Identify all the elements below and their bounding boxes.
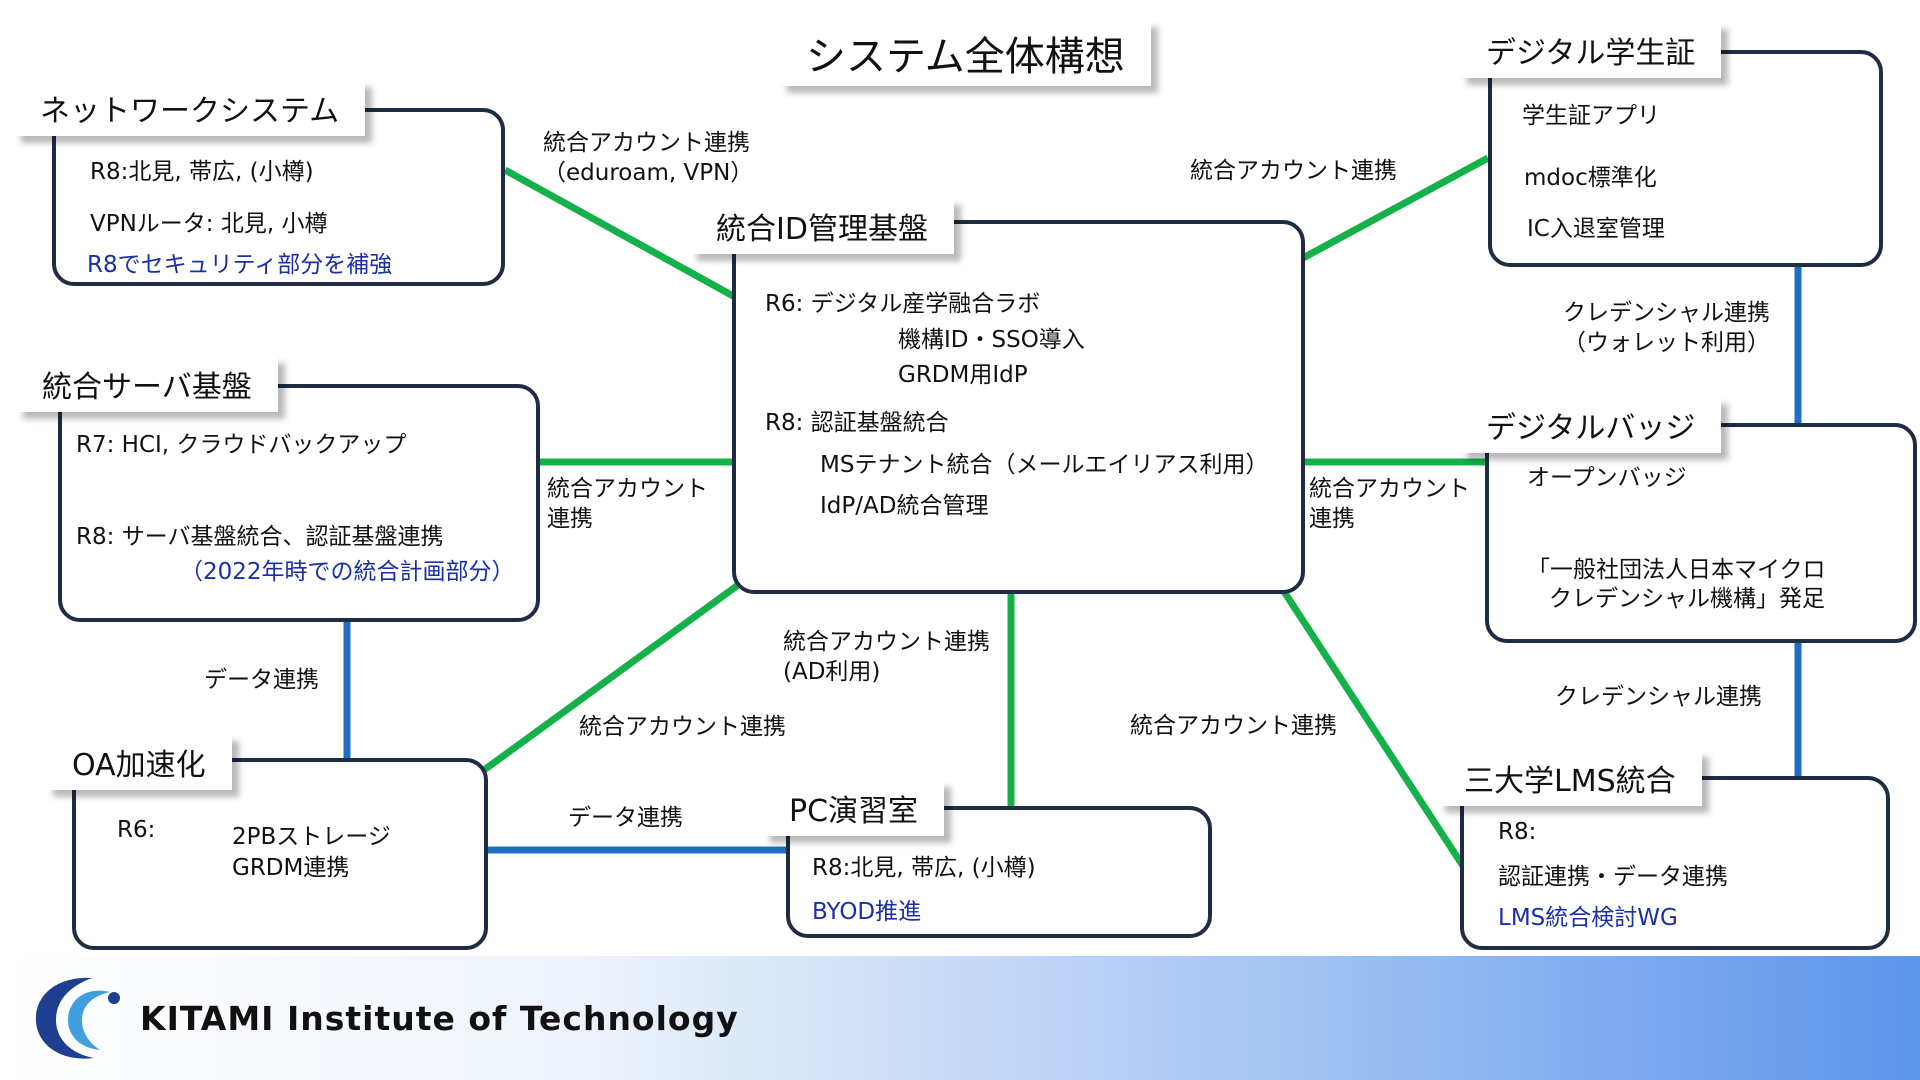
label-lms-id: 統合アカウント連携	[1130, 713, 1337, 739]
link-student-id	[1301, 154, 1490, 262]
network-box-title: ネットワークシステム	[14, 80, 366, 136]
idbase-box	[732, 220, 1305, 594]
link-network-id	[503, 166, 737, 301]
oa-box	[72, 758, 488, 950]
label-line: 統合アカウント連携	[543, 130, 750, 156]
student-id-line: mdoc標準化	[1524, 165, 1657, 191]
label-line: (AD利用)	[783, 659, 881, 685]
label-line: 連携	[547, 506, 593, 532]
badge-line: クレデンシャル機構」発足	[1549, 586, 1825, 612]
pc-line: R8:北見, 帯広, (小樽)	[812, 855, 1036, 881]
label-pc-id: 統合アカウント連携 (AD利用)	[783, 627, 990, 687]
server-note: （2022年時での統合計画部分）	[180, 559, 515, 585]
server-line: R8: サーバ基盤統合、認証基盤連携	[76, 524, 444, 550]
idbase-line: GRDM用IdP	[898, 362, 1028, 388]
badge-line: 「一般社団法人日本マイクロ	[1527, 557, 1826, 583]
diagram-title: システム全体構想	[780, 20, 1151, 86]
badge-line: オープンバッジ	[1527, 465, 1687, 491]
label-server-oa: データ連携	[204, 667, 319, 693]
lms-note: LMS統合検討WG	[1498, 905, 1678, 931]
student-id-line: IC入退室管理	[1527, 216, 1665, 242]
idbase-line: R8: 認証基盤統合	[765, 410, 949, 436]
institute-name: KITAMI Institute of Technology	[140, 999, 739, 1038]
oa-line: 2PBストレージ	[232, 824, 391, 850]
label-server-id: 統合アカウント 連携	[547, 474, 708, 534]
label-line: クレデンシャル連携	[1563, 300, 1770, 326]
pc-note: BYOD推進	[812, 899, 922, 925]
label-line: 連携	[1309, 506, 1355, 532]
student-id-box	[1488, 50, 1883, 267]
idbase-line: R6: デジタル産学融合ラボ	[765, 291, 1041, 317]
label-oa-id: 統合アカウント連携	[579, 714, 786, 740]
idbase-line: MSテナント統合（メールエイリアス利用）	[820, 452, 1269, 478]
server-box	[58, 384, 540, 622]
footer-band	[0, 956, 1920, 1080]
label-student-id: 統合アカウント連携	[1190, 158, 1397, 184]
network-note: R8でセキュリティ部分を補強	[87, 252, 393, 278]
lms-line: R8:	[1498, 819, 1537, 845]
lms-box-title: 三大学LMS統合	[1438, 750, 1702, 806]
idbase-box-title: 統合ID管理基盤	[690, 198, 954, 254]
pc-box-title: PC演習室	[763, 780, 945, 836]
link-oa-id	[481, 577, 748, 773]
student-id-box-title: デジタル学生証	[1460, 22, 1722, 78]
label-line: （eduroam, VPN）	[543, 160, 754, 186]
network-line: R8:北見, 帯広, (小樽)	[90, 159, 314, 185]
label-badge-lms: クレデンシャル連携	[1555, 684, 1762, 710]
idbase-line: IdP/AD統合管理	[820, 493, 989, 519]
lms-line: 認証連携・データ連携	[1498, 864, 1728, 890]
badge-box-title: デジタルバッジ	[1460, 397, 1722, 453]
oa-box-title: OA加速化	[46, 734, 232, 790]
idbase-line: 機構ID・SSO導入	[898, 327, 1085, 353]
server-box-title: 統合サーバ基盤	[16, 356, 278, 412]
student-id-line: 学生証アプリ	[1522, 103, 1660, 129]
server-line: R7: HCI, クラウドバックアップ	[76, 432, 407, 458]
oa-line: R6:	[117, 817, 156, 843]
label-line: 統合アカウント	[547, 476, 708, 502]
link-lms-id	[1280, 588, 1466, 868]
label-network-id: 統合アカウント連携 （eduroam, VPN）	[543, 128, 753, 188]
oa-line: GRDM連携	[232, 855, 350, 881]
label-line: （ウォレット利用）	[1563, 330, 1770, 356]
label-oa-pc: データ連携	[568, 805, 683, 831]
label-line: 統合アカウント連携	[783, 629, 990, 655]
network-box	[52, 108, 505, 286]
label-badge-id: 統合アカウント 連携	[1309, 474, 1470, 534]
network-line: VPNルータ: 北見, 小樽	[90, 211, 328, 237]
label-line: 統合アカウント	[1309, 476, 1470, 502]
institute-logo-icon	[35, 977, 120, 1059]
label-student-badge: クレデンシャル連携 （ウォレット利用）	[1563, 298, 1770, 358]
